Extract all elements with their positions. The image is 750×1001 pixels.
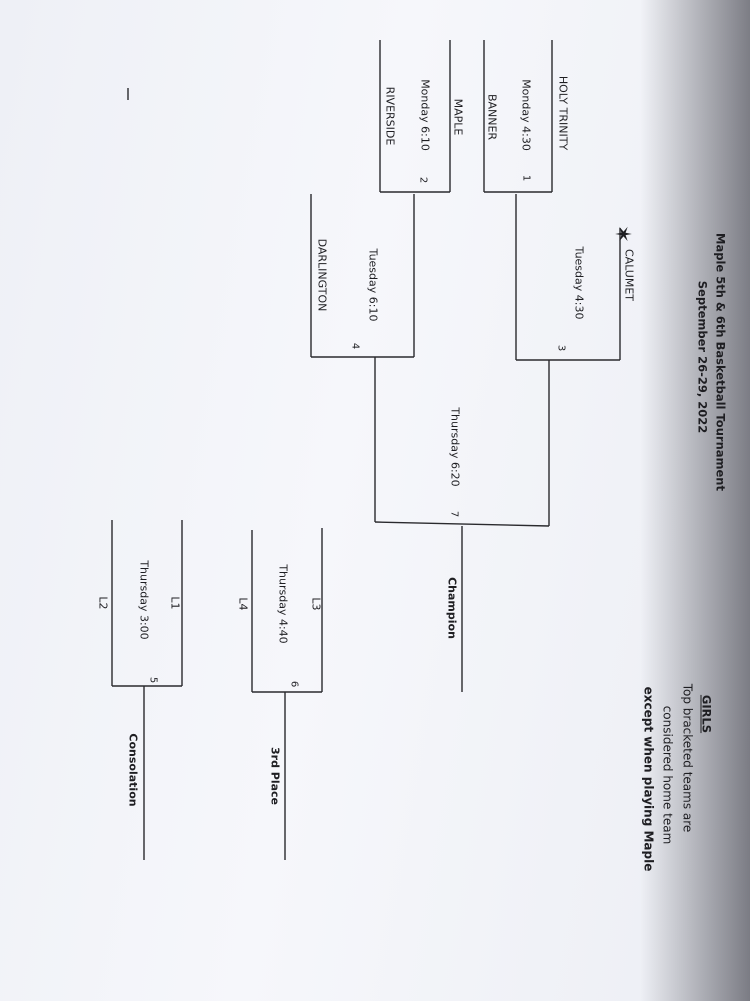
game-2-number: 2 (417, 176, 429, 184)
page-shadow (640, 0, 750, 1001)
team-holy-trinity: HOLY TRINITY (556, 75, 570, 151)
team-riverside: RIVERSIDE (383, 86, 397, 146)
consolation-label: Consolation (126, 733, 140, 807)
game-3-number: 3 (555, 344, 567, 352)
team-banner: BANNER (485, 93, 499, 141)
notes-line-2: considered home team (660, 705, 675, 845)
placeholder-l2: L2 (96, 596, 110, 610)
game-5-time: Thursday 3:00 (137, 560, 151, 640)
placeholder-l3: L3 (309, 597, 323, 611)
notes-line-3: except when playing Maple (641, 686, 656, 872)
game-5-number: 5 (147, 676, 159, 684)
game-7-number: 7 (448, 510, 460, 518)
team-maple: MAPLE (451, 98, 465, 136)
game-6-time: Thursday 4:40 (276, 564, 290, 644)
placeholder-l1: L1 (168, 596, 182, 610)
tournament-title: Maple 5th & 6th Basketball Tournament (713, 233, 728, 491)
game-6-number: 6 (288, 680, 300, 688)
game-4-number: 4 (349, 342, 361, 350)
game-7-time: Thursday 6:20 (448, 407, 462, 487)
notes-heading: GIRLS (699, 694, 714, 734)
placeholder-l4: L4 (236, 597, 250, 611)
team-darlington: DARLINGTON (315, 238, 329, 312)
game-3-time: Tuesday 4:30 (572, 246, 586, 320)
game-1-number: 1 (520, 174, 532, 182)
notes-line-1: Top bracketed teams are (680, 683, 695, 833)
game-4-time: Tuesday 6:10 (366, 248, 380, 322)
tournament-dates: September 26-29, 2022 (695, 280, 710, 434)
team-calumet: CALUMET (622, 249, 636, 301)
third-place-label: 3rd Place (268, 746, 282, 806)
champion-label: Champion (445, 577, 459, 639)
asterisk-star-icon: ✶ (609, 224, 635, 244)
game-2-time: Monday 6:10 (418, 79, 432, 151)
bracket-game-7 (374, 521, 550, 527)
game-1-time: Monday 4:30 (519, 79, 533, 151)
